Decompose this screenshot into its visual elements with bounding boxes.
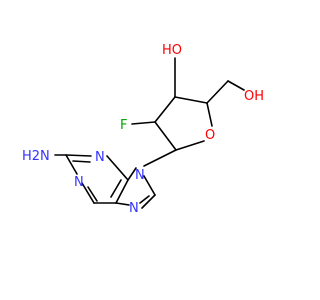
bond-n9-c8 [143,175,156,196]
hydroxyl-3-label: HO [162,43,182,58]
ring-oxygen-label: O [205,128,215,143]
bond-c5-c4-inner [110,179,122,198]
amine-label: H2N [22,149,50,164]
fluorine-label: F [120,118,127,133]
bond-c2p-c3p [154,96,176,123]
bond-c1p-c2p [154,121,177,151]
n3-label: N [95,150,105,165]
molecule-canvas: H2N N N N N O HO OH F [22,43,265,216]
bond-c4-n3 [106,155,129,181]
bond-c2-n1 [65,154,78,175]
bond-c4p-o [206,102,213,127]
n9-label: N [135,168,145,183]
bond-n3-c2 [65,154,92,157]
bond-o-c1p [175,140,205,151]
molecule-structure: H2N N N N N O HO OH F [22,43,264,216]
bond-n1-c6 [81,182,95,204]
bond-n7-c5 [115,202,130,206]
bond-n1-c6-inner [87,186,98,202]
bonds [54,57,245,209]
bond-c8-n7 [141,194,156,209]
n1-label: N [74,175,84,190]
bond-c4-n9 [127,167,137,181]
atom-labels: H2N N N N N O HO OH F [22,43,264,216]
bond-c8-n7-inner [139,195,150,204]
bond-c5-c4 [115,179,129,204]
bond-n9-c1p [143,149,177,167]
hydroxyl-5-label: OH [244,89,264,104]
bond-c5p-oh [227,80,245,91]
bond-c4p-c5p [206,80,229,104]
n7-label: N [129,201,139,216]
bond-n3-c2-inner [72,160,91,163]
bond-c2p-f [131,121,156,125]
bond-c3p-c4p [174,96,208,104]
